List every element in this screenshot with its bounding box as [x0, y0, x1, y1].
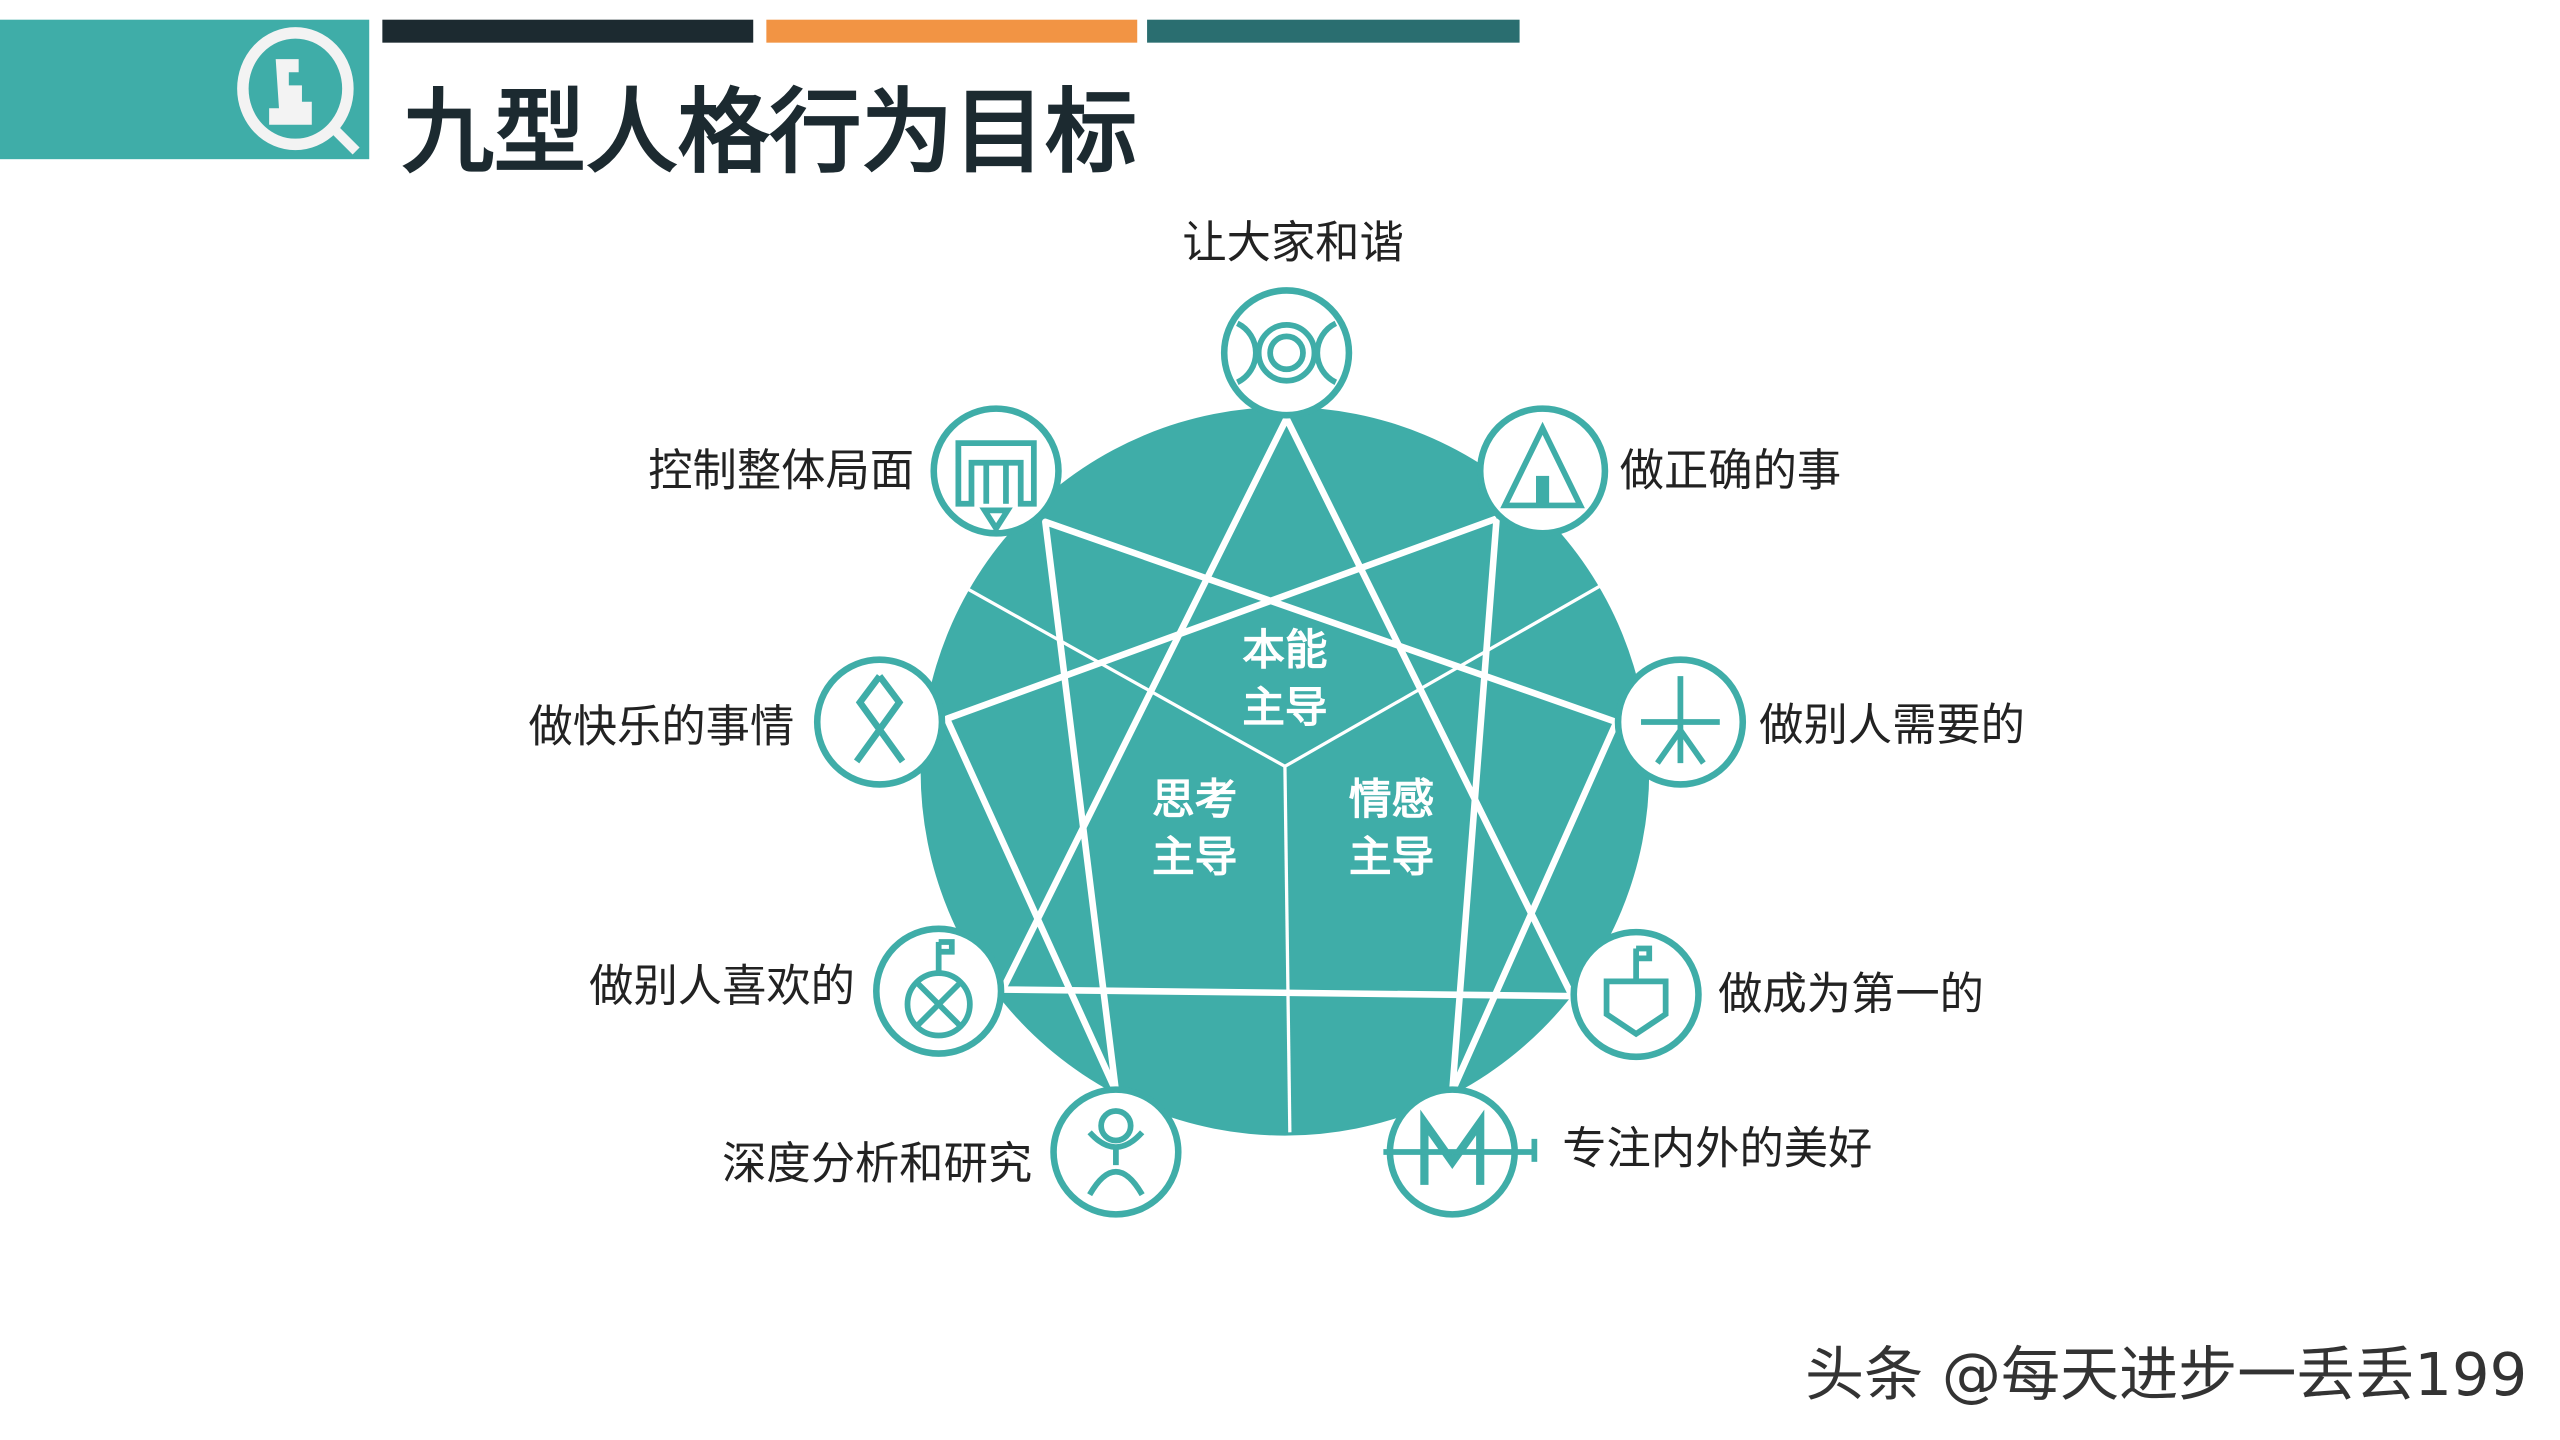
gate-arrow-icon — [955, 440, 1037, 534]
node-label-8: 控制整体局面 — [648, 446, 914, 497]
flag-shield-icon — [1603, 945, 1669, 1038]
triangle-house-icon — [1500, 421, 1585, 509]
page-title: 九型人格行为目标 — [402, 79, 1137, 186]
node-label-7: 做快乐的事情 — [528, 702, 794, 753]
header-teal-block — [0, 19, 370, 160]
group-thinking-line2: 主导 — [1152, 832, 1237, 882]
triangle-9-3-6 — [999, 415, 1576, 1000]
node-label-1: 做正确的事 — [1620, 446, 1841, 497]
node-label-2: 做别人需要的 — [1759, 700, 2025, 751]
crossed-diamond-icon — [853, 674, 906, 764]
header-bar-teal — [1147, 19, 1520, 43]
header-bar-dark — [382, 19, 754, 43]
group-thinking-line1: 思考 — [1152, 775, 1237, 825]
flag-circle-x-icon — [904, 939, 973, 1039]
node-label-5: 深度分析和研究 — [722, 1138, 1032, 1189]
letter-m-icon — [1383, 1109, 1538, 1185]
magnifier-icon — [237, 27, 360, 155]
group-instinct-line1: 本能 — [1242, 626, 1327, 676]
node-label-9: 让大家和谐 — [1182, 218, 1404, 269]
watermark: 头条 @每天进步一丢丢199 — [1805, 1340, 2527, 1409]
node-label-4: 专注内外的美好 — [1562, 1123, 1872, 1174]
node-label-6: 做别人喜欢的 — [589, 961, 855, 1012]
group-instinct-line2: 主导 — [1242, 683, 1327, 733]
group-feeling-line1: 情感 — [1349, 775, 1434, 825]
header-bar-orange — [766, 19, 1138, 43]
center-dividers — [964, 582, 1605, 1133]
tree-cross-icon — [1641, 676, 1720, 765]
node-label-3: 做成为第一的 — [1718, 969, 1984, 1020]
group-feeling-line2: 主导 — [1349, 832, 1434, 882]
rings-icon — [1235, 320, 1338, 385]
person-icon — [1087, 1108, 1145, 1197]
